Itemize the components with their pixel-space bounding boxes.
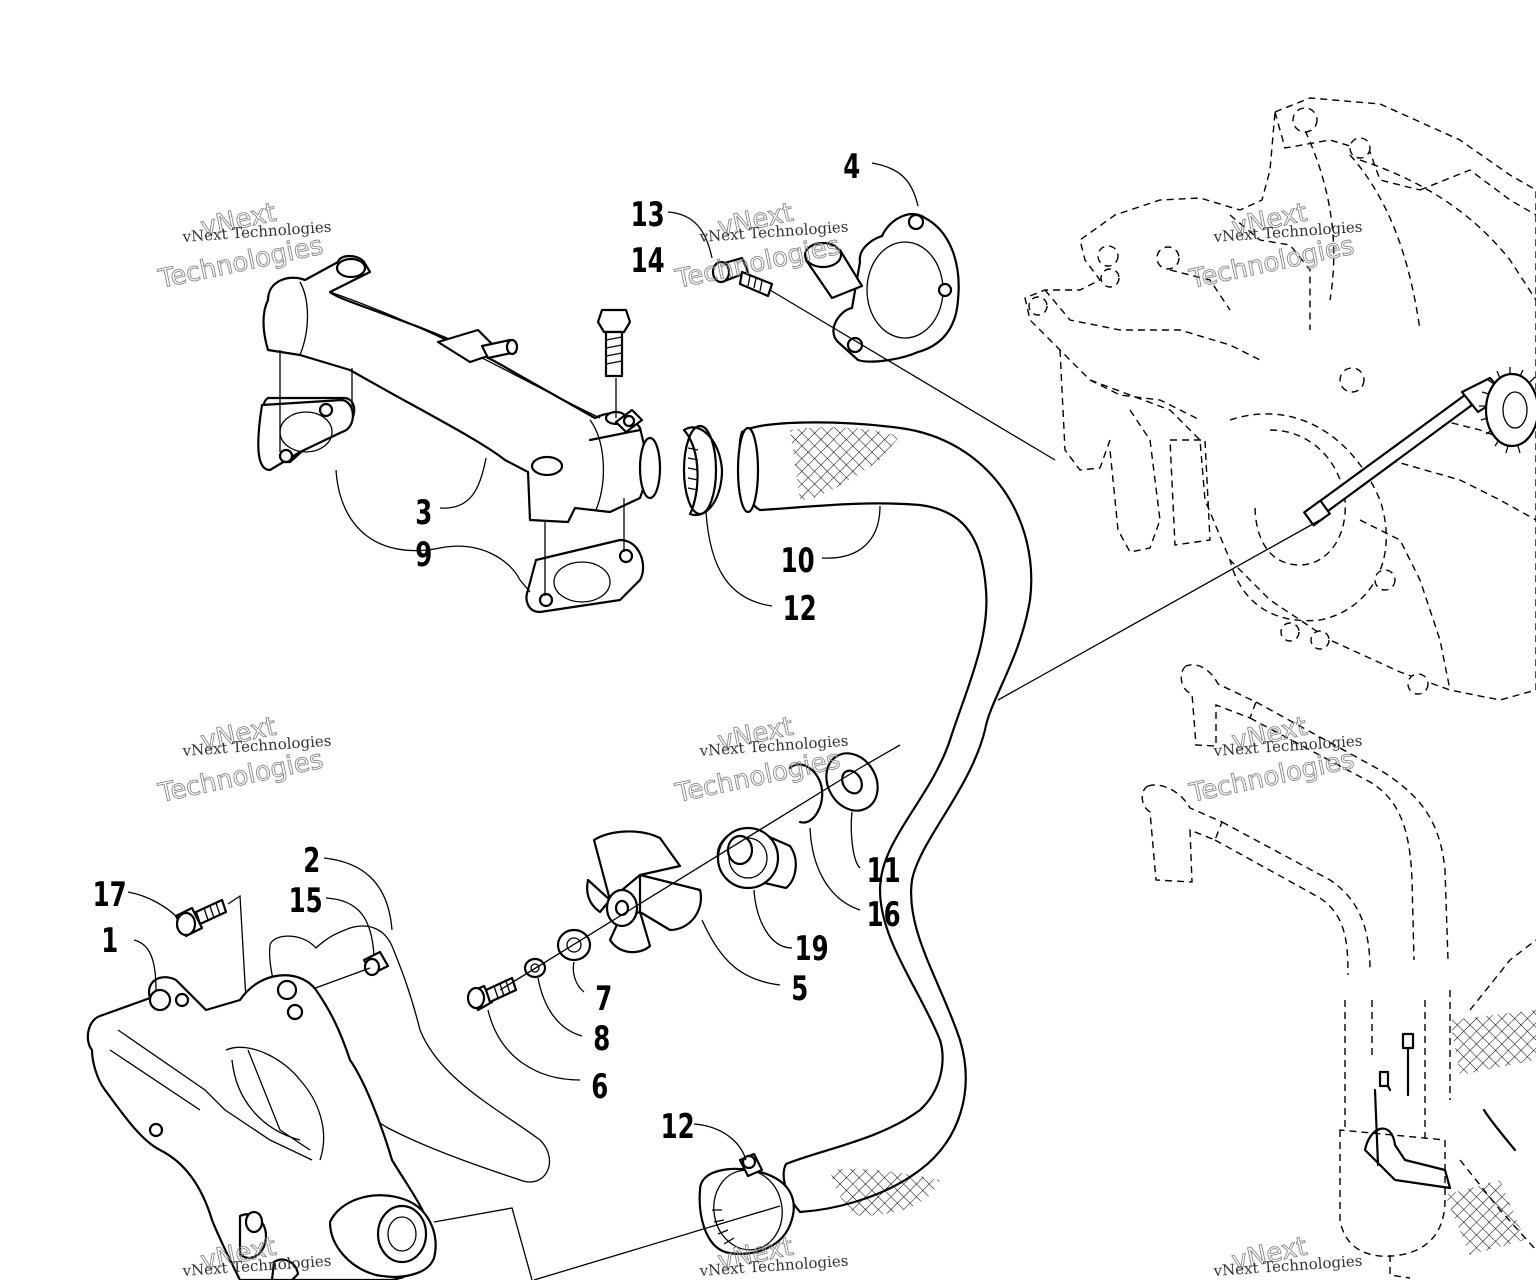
hose-clamp-lower xyxy=(698,1152,795,1255)
callout-3: 3 xyxy=(415,493,432,532)
callout-10: 10 xyxy=(781,541,815,580)
manifold-gasket-left xyxy=(257,396,356,472)
dowel-pin-15 xyxy=(362,950,390,977)
water-pump-housing-1 xyxy=(86,974,437,1280)
coolant-pipes-dashed xyxy=(1141,664,1536,1279)
callout-2: 2 xyxy=(303,841,320,880)
callout-15: 15 xyxy=(289,881,323,920)
manifold-gasket-right xyxy=(525,538,645,614)
guide-lines-manifold xyxy=(279,350,625,596)
callout-12-upper: 12 xyxy=(783,589,817,628)
impeller-bolt-6 xyxy=(466,976,518,1012)
callout-5: 5 xyxy=(791,969,808,1008)
callout-11: 11 xyxy=(867,851,901,890)
callout-19: 19 xyxy=(795,929,829,968)
callout-leader-lines xyxy=(127,162,919,1161)
thermostat-housing xyxy=(803,212,960,363)
drive-gear xyxy=(1479,367,1536,454)
callout-14: 14 xyxy=(631,241,665,280)
watermark-bottom-center: vNext vNext Technologies xyxy=(698,1231,849,1280)
coolant-manifold-pipe xyxy=(262,254,662,524)
callout-6: 6 xyxy=(591,1067,608,1106)
engine-block-outline xyxy=(1024,97,1536,701)
coolant-hose xyxy=(736,421,1033,1216)
circlip-16 xyxy=(788,763,824,824)
seal-ring-11 xyxy=(825,752,879,812)
hose-clamp-upper xyxy=(614,408,724,517)
callout-8: 8 xyxy=(593,1019,610,1058)
callout-1: 1 xyxy=(101,921,118,960)
callout-16: 16 xyxy=(867,895,901,934)
watermark-bottom-right: vNext vNext Technologies xyxy=(1212,1231,1363,1280)
callout-12-lower: 12 xyxy=(661,1107,695,1146)
callout-labels: 1 2 3 4 5 6 7 8 9 10 11 12 12 13 14 15 1… xyxy=(93,147,901,1146)
fuel-pump-sender xyxy=(1363,1010,1536,1255)
callout-9: 9 xyxy=(415,535,432,574)
callout-7: 7 xyxy=(595,979,612,1018)
watermark-middle-left: vNext vNext Technologies Technologies xyxy=(155,711,332,809)
housing-bolt-17 xyxy=(174,898,228,938)
pump-shaft-and-gear xyxy=(1303,367,1536,527)
thermostat-bolt xyxy=(711,256,774,298)
callout-13: 13 xyxy=(631,195,665,234)
manifold-bolt xyxy=(596,308,632,378)
connection-lines xyxy=(433,289,1321,1280)
impeller-5 xyxy=(586,830,703,954)
mechanical-seal-19 xyxy=(716,826,797,890)
callout-4: 4 xyxy=(843,147,860,186)
impeller-axis-line xyxy=(499,744,901,991)
callout-17: 17 xyxy=(93,875,127,914)
